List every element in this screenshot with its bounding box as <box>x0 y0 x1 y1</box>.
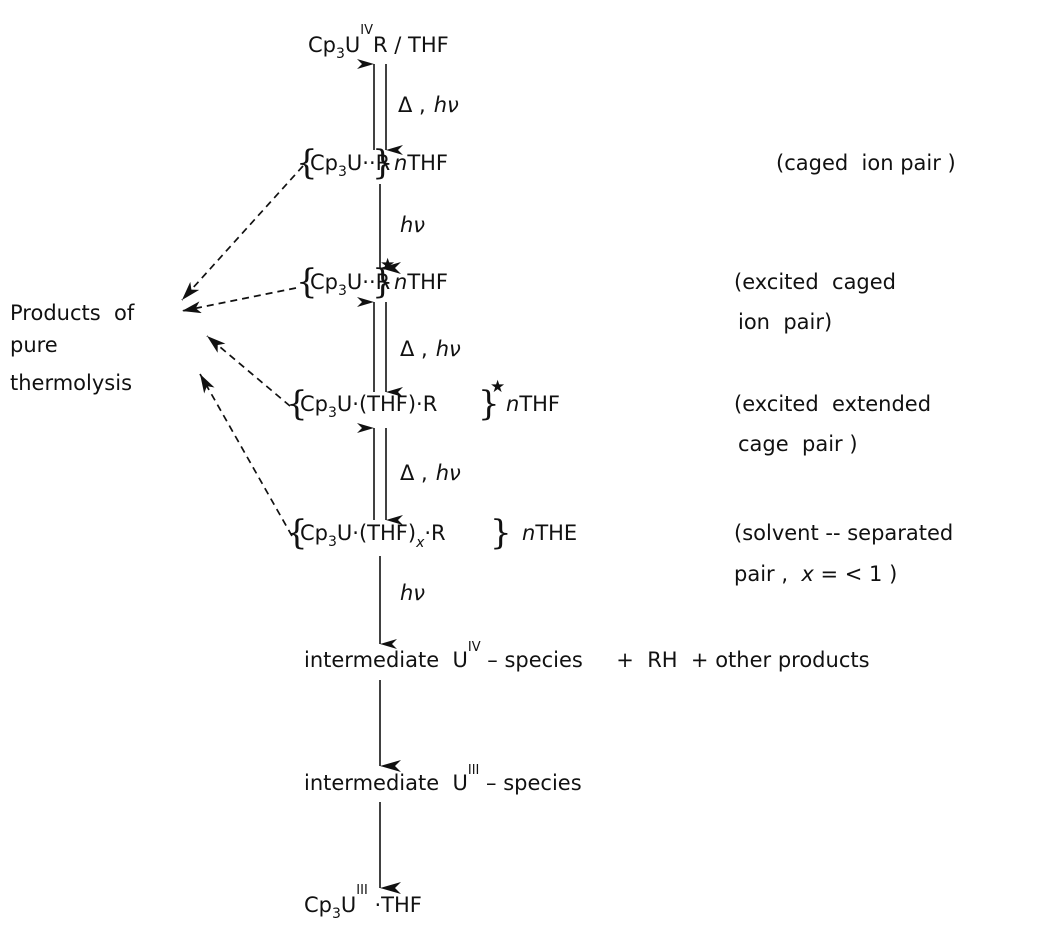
species-excited-extended-cage-pair: { Cp3U·(THF)·R } ★ nTHF <box>286 377 560 424</box>
svg-text:}: } <box>490 513 512 553</box>
species-intermediate-u-iv: intermediate UIV – species + RH + other … <box>304 640 870 672</box>
label-hv-1: hν <box>400 213 425 237</box>
annotation-excited-extended-line2: cage pair ) <box>738 432 858 456</box>
svg-text:★: ★ <box>490 377 505 397</box>
label-delta-hv-1: Δ ,hν <box>398 93 459 117</box>
annotation-caged-ion-pair: (caged ion pair ) <box>776 151 956 175</box>
svg-text:nTHF: nTHF <box>394 270 448 294</box>
svg-text:}: } <box>478 384 500 424</box>
svg-text:nTHF: nTHF <box>394 151 448 175</box>
species-caged-ion-pair: { Cp3U··R } nTHF <box>296 143 448 183</box>
svg-text:}: } <box>372 143 394 183</box>
label-delta-hv-2: Δ ,hν <box>400 337 461 361</box>
annotation-solvent-separated-line2: pair , x = < 1 ) <box>734 562 897 586</box>
svg-text:nTHF: nTHF <box>506 392 560 416</box>
svg-text:Products of: Products of <box>10 301 135 325</box>
label-delta-hv-3: Δ ,hν <box>400 461 461 485</box>
species-solvent-separated-pair: { Cp3U·(THF)x·R } nTHE <box>286 513 577 553</box>
dashed-arrow-extended-to-products <box>206 335 291 407</box>
svg-text:{: { <box>296 143 318 183</box>
species-start: Cp3UIVR / THF <box>308 23 449 62</box>
svg-text:pure: pure <box>10 333 58 357</box>
dashed-arrow-separated-to-products <box>199 373 293 537</box>
svg-text:thermolysis: thermolysis <box>10 371 132 395</box>
svg-text:intermediate UIV – species: intermediate UIV – species + RH + other … <box>304 640 870 672</box>
annotation-excited-caged-line2: ion pair) <box>738 310 832 334</box>
annotation-solvent-separated-line1: (solvent -- separated <box>734 521 953 545</box>
svg-text:{: { <box>286 513 308 553</box>
svg-text:Cp3U··R: Cp3U··R <box>310 270 390 299</box>
species-excited-caged-ion-pair: { Cp3U··R } ★ nTHF <box>296 255 448 302</box>
annotation-excited-extended-line1: (excited extended <box>734 392 931 416</box>
products-of-pure-thermolysis: Products of pure thermolysis <box>10 301 135 395</box>
svg-text:{: { <box>286 384 308 424</box>
svg-text:Cp3U·(THF)·R: Cp3U·(THF)·R <box>300 392 437 421</box>
svg-text:Cp3UIII ·THF: Cp3UIII ·THF <box>304 883 422 922</box>
svg-text:{: { <box>296 262 318 302</box>
svg-text:Cp3UIVR / THF: Cp3UIVR / THF <box>308 23 449 62</box>
svg-text:★: ★ <box>380 255 395 275</box>
dashed-arrow-excited-caged-to-products <box>181 287 297 314</box>
annotation-excited-caged-line1: (excited caged <box>734 270 896 294</box>
species-intermediate-u-iii: intermediate UIII – species <box>304 763 582 795</box>
svg-text:intermediate UIII – species: intermediate UIII – species <box>304 763 582 795</box>
label-hv-2: hν <box>400 581 425 605</box>
svg-text:Cp3U··R: Cp3U··R <box>310 151 390 180</box>
svg-text:Cp3U·(THF)x·R: Cp3U·(THF)x·R <box>300 521 446 551</box>
svg-text:nTHE: nTHE <box>522 521 577 545</box>
species-final-product: Cp3UIII ·THF <box>304 883 422 922</box>
dashed-arrow-caged-to-products <box>181 165 304 301</box>
